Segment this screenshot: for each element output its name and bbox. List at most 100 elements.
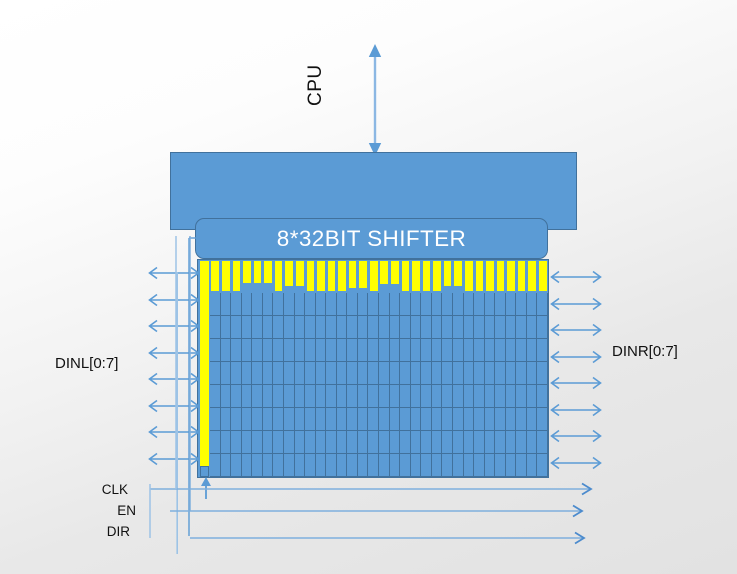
- register-cell: [283, 408, 295, 431]
- shift-bar: [274, 261, 283, 291]
- register-array: [197, 259, 549, 478]
- register-cell: [505, 454, 517, 477]
- register-cell: [505, 362, 517, 385]
- register-cell: [463, 431, 475, 454]
- register-cell: [442, 454, 453, 477]
- register-cell: [241, 362, 253, 385]
- register-cell: [241, 339, 253, 362]
- register-cell: [357, 385, 369, 408]
- register-cell: [210, 293, 221, 316]
- register-cell: [389, 454, 401, 477]
- register-cell: [484, 339, 496, 362]
- register-cell: [347, 431, 358, 454]
- shift-row-highlight: [210, 261, 548, 293]
- register-cell: [452, 316, 464, 339]
- register-cell: [210, 408, 221, 431]
- register-cell: [463, 454, 475, 477]
- register-cell: [400, 362, 411, 385]
- dinr-arrow: [550, 270, 602, 284]
- register-cell: [357, 454, 369, 477]
- register-cell: [516, 385, 527, 408]
- register-cell: [421, 454, 432, 477]
- register-cell: [305, 408, 316, 431]
- register-cell: [379, 293, 390, 316]
- register-cell: [220, 385, 232, 408]
- register-cell: [357, 431, 369, 454]
- register-cell: [357, 293, 369, 316]
- register-cell: [442, 339, 453, 362]
- control-label-dir: DIR: [106, 524, 130, 539]
- shift-bar: [422, 261, 431, 291]
- cpu-label: CPU: [305, 64, 326, 106]
- register-cell: [526, 454, 538, 477]
- shift-bar: [264, 261, 272, 283]
- register-cell: [410, 385, 422, 408]
- register-cell: [474, 362, 485, 385]
- register-cell: [315, 293, 327, 316]
- register-cell: [537, 293, 548, 316]
- register-cell: [452, 454, 464, 477]
- register-cell: [252, 362, 263, 385]
- register-cell: [336, 454, 348, 477]
- register-cell: [400, 339, 411, 362]
- register-cell: [326, 293, 337, 316]
- shift-bar: [338, 261, 346, 291]
- register-cell: [336, 385, 348, 408]
- register-cell: [452, 339, 464, 362]
- register-cell: [495, 362, 506, 385]
- register-cell: [442, 408, 453, 431]
- register-cell: [252, 408, 263, 431]
- register-cell: [505, 293, 517, 316]
- register-cell: [347, 339, 358, 362]
- register-cell: [484, 431, 496, 454]
- register-cell: [283, 362, 295, 385]
- register-cell: [241, 454, 253, 477]
- register-cell-grid: [210, 293, 548, 477]
- register-cell: [484, 454, 496, 477]
- register-cell: [463, 362, 475, 385]
- register-cell: [220, 339, 232, 362]
- register-cell: [463, 339, 475, 362]
- register-cell: [294, 385, 306, 408]
- register-cell: [495, 293, 506, 316]
- register-cell: [326, 408, 337, 431]
- register-cell: [526, 385, 538, 408]
- register-cell: [357, 362, 369, 385]
- register-cell: [537, 362, 548, 385]
- register-cell: [379, 408, 390, 431]
- register-cell: [262, 362, 274, 385]
- shift-bar: [401, 261, 410, 291]
- register-cell: [410, 362, 422, 385]
- dinl-label: DINL[0:7]: [55, 355, 119, 372]
- register-cell: [241, 408, 253, 431]
- register-cell: [294, 339, 306, 362]
- register-cell: [431, 454, 443, 477]
- register-cell: [452, 362, 464, 385]
- shift-bar: [412, 261, 420, 291]
- dinr-arrow: [550, 297, 602, 311]
- register-cell: [526, 431, 538, 454]
- register-cell: [315, 385, 327, 408]
- shift-bar: [507, 261, 515, 291]
- register-cell: [431, 431, 443, 454]
- shift-bar: [295, 261, 304, 286]
- register-cell: [516, 362, 527, 385]
- register-cell: [262, 385, 274, 408]
- dinr-arrow: [550, 350, 602, 364]
- cpu-bus-arrow: [368, 44, 382, 156]
- register-cell: [495, 339, 506, 362]
- register-cell: [357, 408, 369, 431]
- register-cell: [231, 454, 242, 477]
- register-cell: [283, 454, 295, 477]
- shift-bar: [243, 261, 251, 283]
- register-cell: [389, 431, 401, 454]
- register-cell: [210, 362, 221, 385]
- register-cell: [273, 316, 284, 339]
- register-cell: [484, 362, 496, 385]
- register-cell: [379, 454, 390, 477]
- shift-bar: [327, 261, 336, 291]
- register-cell: [474, 385, 485, 408]
- register-cell: [400, 408, 411, 431]
- register-cell: [526, 362, 538, 385]
- register-cell: [421, 339, 432, 362]
